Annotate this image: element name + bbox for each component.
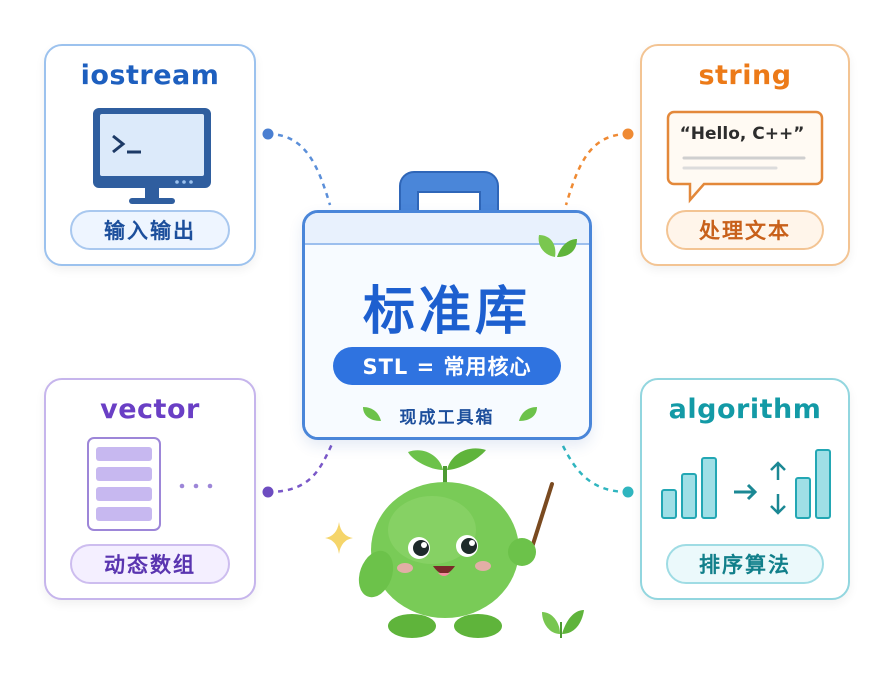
toolbox-subtitle: 现成工具箱 bbox=[399, 408, 495, 428]
stacked-list-icon bbox=[87, 437, 213, 531]
card-label-iostream: 输入输出 bbox=[70, 210, 230, 250]
card-label-algorithm: 排序算法 bbox=[666, 544, 824, 584]
leaf-icon bbox=[538, 235, 577, 257]
monitor-terminal-icon bbox=[93, 108, 211, 204]
card-title-vector: vector bbox=[100, 394, 200, 425]
connector-dot-iostream bbox=[262, 128, 274, 140]
card-string: string 处理文本 bbox=[640, 44, 850, 266]
leaf-right-icon bbox=[519, 407, 537, 421]
small-plant-icon bbox=[542, 610, 584, 638]
card-title-iostream: iostream bbox=[80, 60, 220, 91]
connector-string bbox=[564, 132, 629, 206]
card-title-string: string bbox=[698, 60, 792, 91]
sparkle-icon bbox=[325, 522, 353, 554]
card-iostream: iostream 输入输出 bbox=[44, 44, 256, 266]
speech-bubble-icon bbox=[666, 110, 824, 204]
connector-vector bbox=[267, 443, 334, 494]
connector-iostream bbox=[267, 132, 332, 206]
connector-dot-algorithm bbox=[622, 486, 634, 498]
leaf-left-icon bbox=[363, 407, 381, 421]
toolbox-card: 标准库 STL = 常用核心 现成工具箱 bbox=[302, 210, 592, 440]
sprout-mascot-icon bbox=[358, 448, 554, 638]
speech-bubble-text: “Hello, C++” bbox=[679, 124, 805, 144]
toolbox-badge: STL = 常用核心 bbox=[333, 347, 561, 385]
toolbox-body bbox=[305, 245, 589, 437]
connector-dot-string bbox=[622, 128, 634, 140]
card-label-vector: 动态数组 bbox=[70, 544, 230, 584]
card-algorithm: algorithm 排序算法 bbox=[640, 378, 850, 600]
card-title-algorithm: algorithm bbox=[668, 394, 822, 425]
connector-algorithm bbox=[560, 443, 629, 494]
card-label-string: 处理文本 bbox=[666, 210, 824, 250]
toolbox-title: 标准库 bbox=[362, 282, 531, 342]
card-vector: vector 动态数组 bbox=[44, 378, 256, 600]
connector-dot-vector bbox=[262, 486, 274, 498]
sorting-bars-icon bbox=[661, 449, 831, 519]
